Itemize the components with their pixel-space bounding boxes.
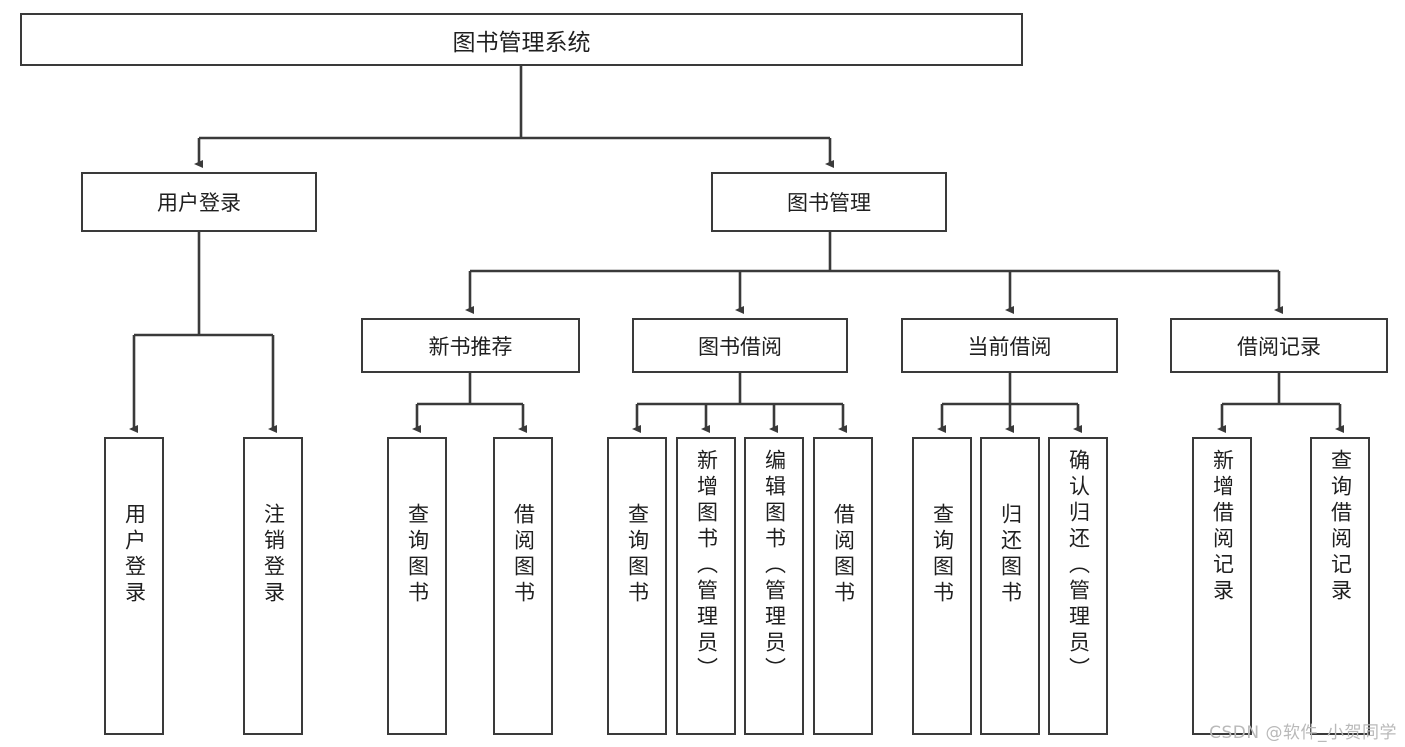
leaf-borrow-query-book-label: 查询图书 [625,503,650,607]
leaf-current-query-book-label: 查询图书 [930,503,955,607]
leaf-logout-label: 注销登录 [261,503,286,607]
leaf-borrow-book-label: 借阅图书 [831,503,856,607]
node-book-management-label: 图书管理 [787,191,871,215]
leaf-recommend-borrow-book[interactable]: 借阅图书 [493,437,553,735]
leaf-logout[interactable]: 注销登录 [243,437,303,735]
leaf-add-borrow-record[interactable]: 新增借阅记录 [1192,437,1252,735]
node-book-management[interactable]: 图书管理 [711,172,947,232]
node-root-label: 图书管理系统 [452,29,591,56]
leaf-borrow-query-book[interactable]: 查询图书 [607,437,667,735]
node-user-login-label: 用户登录 [157,191,241,215]
csdn-watermark: CSDN @软件_小贺同学 [1209,723,1397,743]
leaf-recommend-borrow-book-label: 借阅图书 [511,503,536,607]
node-current-borrow[interactable]: 当前借阅 [901,318,1118,373]
leaf-user-login-label: 用户登录 [122,503,147,607]
leaf-add-book-admin[interactable]: 新增图书（管理员） [676,437,736,735]
leaf-query-borrow-record-label: 查询借阅记录 [1328,449,1353,605]
leaf-add-book-admin-label: 新增图书（管理员） [694,449,719,683]
node-book-borrow[interactable]: 图书借阅 [632,318,848,373]
leaf-recommend-query-book[interactable]: 查询图书 [387,437,447,735]
leaf-user-login[interactable]: 用户登录 [104,437,164,735]
leaf-return-book[interactable]: 归还图书 [980,437,1040,735]
node-user-login[interactable]: 用户登录 [81,172,317,232]
node-book-borrow-label: 图书借阅 [698,334,782,359]
leaf-add-borrow-record-label: 新增借阅记录 [1210,449,1235,605]
node-borrow-record[interactable]: 借阅记录 [1170,318,1388,373]
leaf-confirm-return-admin[interactable]: 确认归还（管理员） [1048,437,1108,735]
node-current-borrow-label: 当前借阅 [967,334,1052,359]
node-root[interactable]: 图书管理系统 [20,13,1023,66]
leaf-current-query-book[interactable]: 查询图书 [912,437,972,735]
node-new-book-recommend-label: 新书推荐 [428,334,513,359]
node-borrow-record-label: 借阅记录 [1237,334,1321,359]
leaf-recommend-query-book-label: 查询图书 [405,503,430,607]
leaf-query-borrow-record[interactable]: 查询借阅记录 [1310,437,1370,735]
node-new-book-recommend[interactable]: 新书推荐 [361,318,580,373]
leaf-confirm-return-admin-label: 确认归还（管理员） [1066,449,1091,683]
leaf-edit-book-admin[interactable]: 编辑图书（管理员） [744,437,804,735]
leaf-return-book-label: 归还图书 [998,503,1023,607]
leaf-borrow-book[interactable]: 借阅图书 [813,437,873,735]
leaf-edit-book-admin-label: 编辑图书（管理员） [762,449,787,683]
